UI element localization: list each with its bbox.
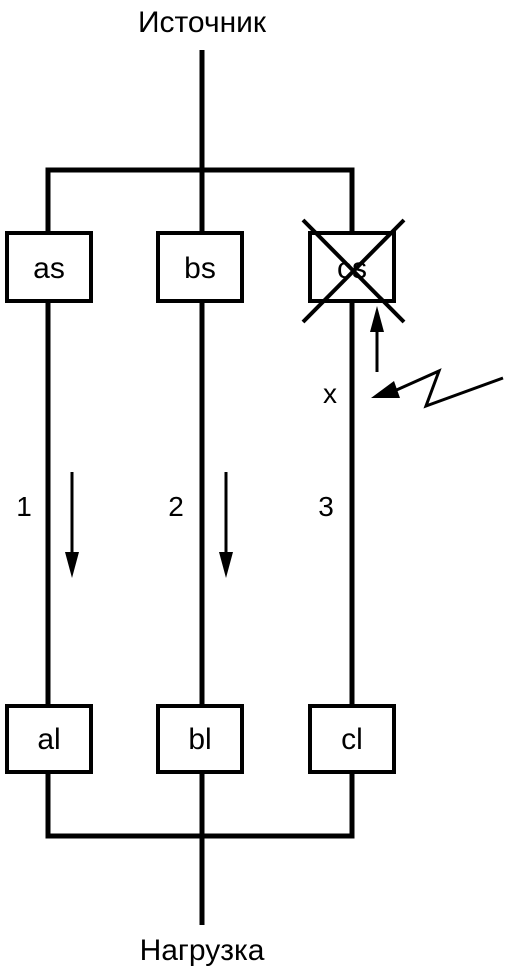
source-box-cs: cs bbox=[301, 218, 406, 324]
load-box-al: al bbox=[5, 704, 93, 774]
load-box-bl-label: bl bbox=[188, 723, 211, 756]
load-label: Нагрузка bbox=[140, 934, 265, 967]
failure-cross-icon bbox=[301, 218, 406, 324]
fault-up-arrow-icon bbox=[370, 306, 384, 372]
source-box-as: as bbox=[5, 231, 93, 303]
lightning-fault-icon bbox=[371, 368, 504, 409]
flow-arrow-2-icon bbox=[219, 472, 233, 578]
source-label: Источник bbox=[138, 6, 267, 39]
channel-number-3: 3 bbox=[318, 491, 334, 522]
load-box-cl: cl bbox=[308, 704, 396, 774]
flow-arrow-1-icon bbox=[65, 472, 79, 578]
load-box-cl-label: cl bbox=[341, 723, 363, 756]
wiring bbox=[45, 50, 355, 925]
load-box-bl: bl bbox=[156, 704, 244, 774]
source-box-as-label: as bbox=[33, 252, 65, 285]
channel-number-1: 1 bbox=[16, 491, 32, 522]
top-bus-line bbox=[45, 167, 355, 232]
channel-number-2: 2 bbox=[168, 491, 184, 522]
source-box-bs-label: bs bbox=[184, 252, 216, 285]
source-box-bs: bs bbox=[156, 231, 244, 303]
load-box-al-label: al bbox=[37, 723, 60, 756]
fault-label: x bbox=[323, 378, 337, 409]
